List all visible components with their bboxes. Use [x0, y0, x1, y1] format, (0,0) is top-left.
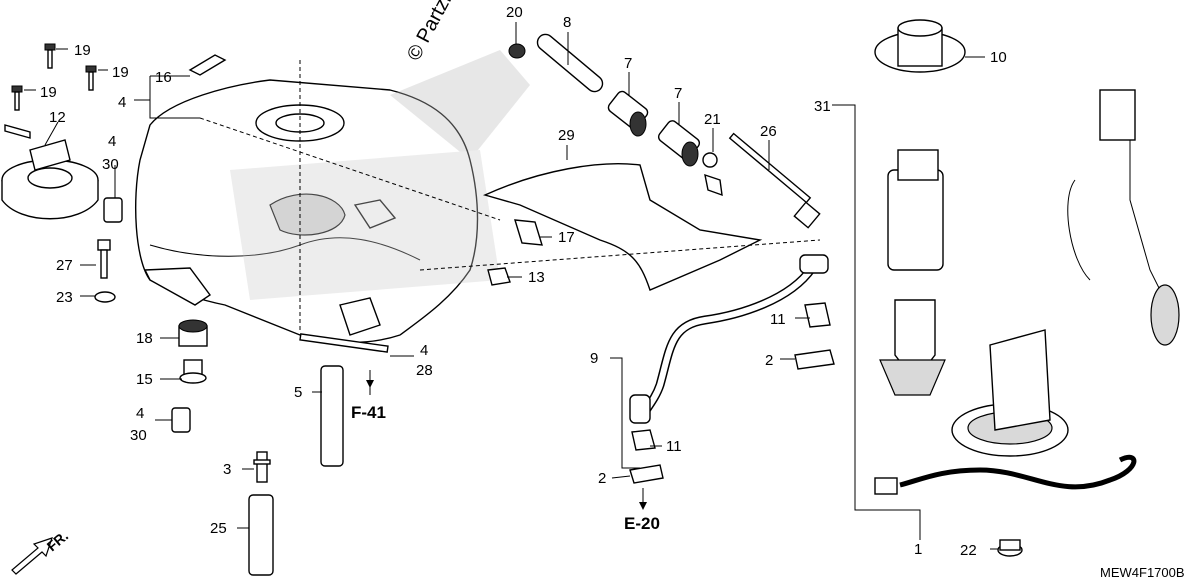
pump-harness[interactable] — [874, 454, 1137, 495]
label-12: 12 — [49, 109, 66, 126]
label-11-b: 11 — [666, 438, 682, 455]
label-20: 20 — [506, 4, 523, 21]
bolt-26[interactable] — [728, 132, 821, 229]
label-27: 27 — [56, 257, 73, 274]
label-30-b: 30 — [130, 427, 147, 444]
clip-11-b[interactable] — [631, 429, 656, 451]
ref-f41: F-41 — [351, 403, 386, 422]
label-7-b: 7 — [674, 85, 682, 102]
watermark: © Partzilla.com — [403, 0, 486, 64]
label-4-c: 4 — [136, 405, 144, 422]
rubber-30-b[interactable] — [171, 407, 191, 433]
nut-22[interactable] — [997, 539, 1023, 557]
pump-base-plate[interactable] — [951, 329, 1069, 457]
label-8: 8 — [563, 14, 571, 31]
label-3: 3 — [223, 461, 231, 478]
filter-7-b[interactable] — [657, 119, 702, 167]
label-22: 22 — [960, 542, 977, 559]
fuel-tank[interactable] — [135, 79, 479, 344]
label-4-b: 4 — [108, 133, 116, 150]
hose-8[interactable] — [534, 31, 606, 95]
label-30-a: 30 — [102, 156, 119, 173]
label-21: 21 — [704, 111, 721, 128]
bolt-19-b[interactable] — [85, 65, 97, 91]
rubber-mount-18[interactable] — [178, 319, 208, 347]
gasket-16[interactable] — [188, 54, 227, 76]
clip-13[interactable] — [487, 267, 511, 286]
arrow-f41 — [366, 380, 374, 388]
label-16: 16 — [155, 69, 172, 86]
tank-bracket — [143, 267, 212, 306]
label-1: 1 — [914, 541, 922, 558]
label-31: 31 — [814, 98, 831, 115]
diagram-code: MEW4F1700B — [1100, 565, 1185, 580]
bracket-29[interactable] — [482, 163, 763, 291]
label-25: 25 — [210, 520, 227, 537]
label-9: 9 — [590, 350, 598, 367]
label-29: 29 — [558, 127, 575, 144]
fuel-cap[interactable] — [1, 124, 99, 220]
label-2-b: 2 — [598, 470, 606, 487]
shading — [230, 50, 530, 300]
bolt-19-c[interactable] — [11, 85, 23, 111]
tube-5[interactable] — [320, 365, 344, 467]
clip-21[interactable] — [702, 152, 723, 197]
front-arrow: FR. — [11, 528, 71, 575]
arrow-e20 — [639, 502, 647, 510]
label-5: 5 — [294, 384, 302, 401]
clip-11-a[interactable] — [804, 302, 831, 328]
rubber-30-a[interactable] — [103, 197, 123, 223]
label-4-a: 4 — [118, 94, 126, 111]
cap-20[interactable] — [508, 43, 526, 59]
label-4-d: 4 — [420, 342, 428, 359]
label-11-a: 11 — [770, 311, 786, 328]
tube-25[interactable] — [248, 494, 274, 576]
clip-17[interactable] — [514, 219, 543, 246]
tube-28[interactable] — [299, 333, 389, 353]
washer-23[interactable] — [94, 291, 116, 303]
collar-15[interactable] — [179, 359, 207, 384]
level-sender[interactable] — [1067, 89, 1180, 346]
pump-cover-10[interactable] — [874, 19, 966, 73]
bolt-19-a[interactable] — [44, 43, 56, 69]
label-19-b: 19 — [112, 64, 129, 81]
joint-3[interactable] — [253, 451, 271, 483]
label-17: 17 — [558, 229, 575, 246]
clamp-2-b[interactable] — [629, 464, 664, 484]
fuel-hose-9[interactable] — [629, 254, 829, 424]
label-13: 13 — [528, 269, 545, 286]
label-2-a: 2 — [765, 352, 773, 369]
label-19-c: 19 — [40, 84, 57, 101]
label-19-a: 19 — [74, 42, 91, 59]
label-18: 18 — [136, 330, 153, 347]
bolt-27[interactable] — [97, 239, 111, 279]
leader-lines — [24, 22, 998, 550]
label-10: 10 — [990, 49, 1007, 66]
filter-7-a[interactable] — [606, 89, 649, 137]
label-26: 26 — [760, 123, 777, 140]
pump-body[interactable] — [879, 149, 946, 396]
label-23: 23 — [56, 289, 73, 306]
ref-e20: E-20 — [624, 514, 660, 533]
label-28: 28 — [416, 362, 433, 379]
dashed-guides — [199, 60, 821, 330]
label-15: 15 — [136, 371, 153, 388]
clamp-2-a[interactable] — [794, 349, 835, 370]
label-7-a: 7 — [624, 55, 632, 72]
